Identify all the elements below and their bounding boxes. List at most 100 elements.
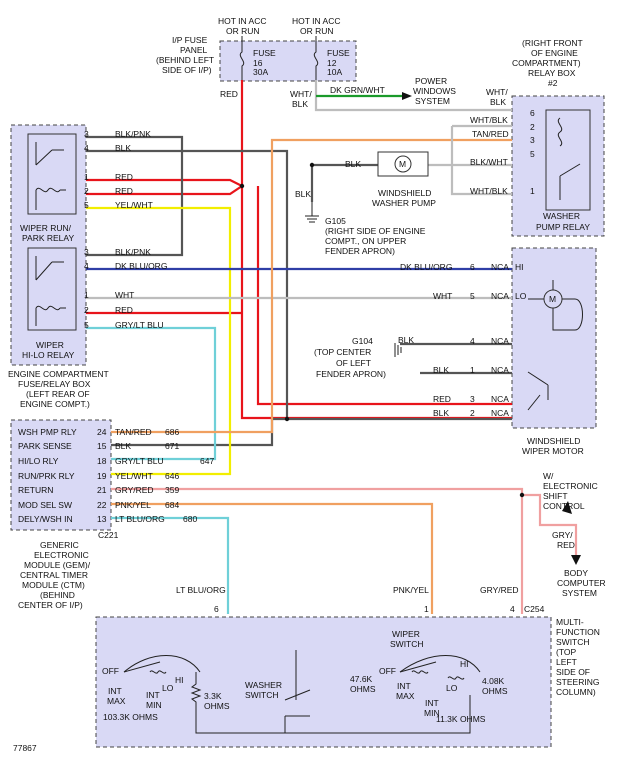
relay-box-title-3: RELAY BOX bbox=[528, 68, 576, 78]
fuse-12-label-0: FUSE bbox=[327, 48, 350, 58]
left-wiper-switch-arc bbox=[123, 655, 201, 673]
wire-tan-red bbox=[111, 138, 512, 434]
nca-5: NCA bbox=[491, 291, 509, 301]
run-park-relay-switch bbox=[35, 142, 64, 166]
run-park-relay-coil bbox=[35, 187, 66, 210]
gem-row-wire: PNK/YEL bbox=[115, 500, 151, 510]
motor-wire-red-3: RED bbox=[433, 394, 451, 404]
rb-wire-blk-wht: BLK/WHT bbox=[470, 157, 508, 167]
motor-lo-label: LO bbox=[515, 291, 527, 301]
motor-pin-6: 6 bbox=[470, 262, 475, 272]
engine-box-title-1: FUSE/RELAY BOX bbox=[18, 379, 91, 389]
r1-wire-blk: BLK bbox=[115, 143, 131, 153]
ohms-4-08k-1: OHMS bbox=[482, 686, 508, 696]
gem-row-label: WSH PMP RLY bbox=[18, 427, 77, 437]
engine-fuse-relay-box bbox=[10, 124, 87, 366]
gem-row-circuit: 646 bbox=[165, 471, 179, 481]
multi-switch-2: SWITCH bbox=[556, 637, 590, 647]
sw1-int-max-1: MAX bbox=[107, 696, 126, 706]
r1-pin-3: 3 bbox=[84, 129, 89, 139]
rb-wire-wht-blk-2: WHT/BLK bbox=[470, 186, 508, 196]
r1-wire-yel-wht: YEL/WHT bbox=[115, 200, 153, 210]
wire-wht-blk-relay bbox=[450, 124, 512, 196]
wire-dk-grn-wht: DK GRN/WHT bbox=[330, 85, 385, 95]
wire-blk-pnk-1 bbox=[86, 135, 184, 257]
multi-switch-1: FUNCTION bbox=[556, 627, 600, 637]
nca-3: NCA bbox=[491, 394, 509, 404]
wiper-switch-label-0: WIPER bbox=[392, 629, 420, 639]
gem-connector: C221 bbox=[98, 530, 119, 540]
run-park-relay-body bbox=[27, 133, 77, 215]
motor-wire-blk-1: BLK bbox=[433, 365, 449, 375]
gem-row-label: RETURN bbox=[18, 485, 53, 495]
nca-6: NCA bbox=[491, 262, 509, 272]
g105-ground-icon bbox=[305, 202, 319, 223]
gem-row-label: HI/LO RLY bbox=[18, 456, 59, 466]
multi-switch-6: STEERING bbox=[556, 677, 599, 687]
r2-wire-blk-pnk: BLK/PNK bbox=[115, 247, 151, 257]
g105-label-1: (RIGHT SIDE OF ENGINE bbox=[325, 226, 426, 236]
wire-pnk-yel: PNK/YEL bbox=[393, 585, 429, 595]
relay-pin-5: 5 bbox=[530, 149, 535, 159]
gem-title-6: CENTER OF I/P) bbox=[18, 600, 83, 610]
wire-wht-blk-fuse-0: WHT/ bbox=[290, 89, 312, 99]
sw2-lo: LO bbox=[446, 683, 458, 693]
wire-wht-blk-relay-0: WHT/ bbox=[486, 87, 508, 97]
wire-gry-red-2-0: GRY/ bbox=[552, 530, 573, 540]
relay-box-title-1: OF ENGINE bbox=[531, 48, 578, 58]
gem-row-circuit: 684 bbox=[165, 500, 179, 510]
gem-row-wire: YEL/WHT bbox=[115, 471, 153, 481]
shift-control-0: W/ bbox=[543, 471, 554, 481]
ohms-47-6k-0: 47.6K bbox=[350, 674, 373, 684]
junction-dot-gryred bbox=[519, 492, 525, 498]
multi-switch-4: LEFT bbox=[556, 657, 577, 667]
sw2-int-min-1: MIN bbox=[424, 708, 440, 718]
sw2-int-max-1: MAX bbox=[396, 691, 415, 701]
switch-return-wiring bbox=[195, 695, 471, 734]
run-park-relay-label-1: PARK RELAY bbox=[22, 233, 74, 243]
washer-pump-m: M bbox=[399, 159, 406, 169]
multi-switch-3: (TOP bbox=[556, 647, 576, 657]
hilo-relay-switch bbox=[35, 256, 64, 281]
gem-row-wire: GRY/RED bbox=[115, 485, 154, 495]
r1-pin-4: 4 bbox=[84, 143, 89, 153]
engine-box-title-0: ENGINE COMPARTMENT bbox=[8, 369, 109, 379]
motor-pin-3: 3 bbox=[470, 394, 475, 404]
ohms-3-3k-0: 3.3K bbox=[204, 691, 222, 701]
run-park-relay-label-0: WIPER RUN/ bbox=[20, 223, 72, 233]
r2-wire-dk-blu-org: DK BLU/ORG bbox=[115, 261, 167, 271]
hilo-relay-body bbox=[27, 247, 77, 331]
gem-row-pin: 18 bbox=[97, 456, 107, 466]
wiper-motor-label-0: WINDSHIELD bbox=[527, 436, 580, 446]
body-computer-arrow-icon bbox=[571, 555, 581, 565]
right-wiper-switch-contacts bbox=[399, 661, 465, 680]
r2-pin-4: 4 bbox=[84, 261, 89, 271]
wiper-motor-armature bbox=[528, 280, 583, 331]
wire-blk-1 bbox=[86, 149, 289, 418]
wire-blk-pump bbox=[310, 163, 378, 202]
washer-relay-label-0: WASHER bbox=[543, 211, 580, 221]
fuse-panel-labels: HOT IN ACC OR RUN HOT IN ACC OR RUN I/P … bbox=[156, 16, 350, 77]
wire-red-motor bbox=[256, 186, 512, 406]
wiper-motor-park-switch bbox=[527, 371, 549, 411]
gem-row-wire: BLK bbox=[115, 441, 131, 451]
nca-1: NCA bbox=[491, 365, 509, 375]
sw2-int-max-0: INT bbox=[397, 681, 411, 691]
fuse-panel-title-0: I/P FUSE bbox=[172, 35, 208, 45]
rb-wire-tan-red: TAN/RED bbox=[472, 129, 509, 139]
body-computer-0: BODY bbox=[564, 568, 588, 578]
gem-row-pin: 19 bbox=[97, 471, 107, 481]
sw2-int-min-0: INT bbox=[425, 698, 439, 708]
hilo-relay-label-0: WIPER bbox=[36, 340, 64, 350]
fuse-panel-title-1: PANEL bbox=[180, 45, 208, 55]
motor-wire-dk-blu-org: DK BLU/ORG bbox=[400, 262, 452, 272]
nca-4: NCA bbox=[491, 336, 509, 346]
r2-wire-red: RED bbox=[115, 305, 133, 315]
gem-row-pin: 15 bbox=[97, 441, 107, 451]
shift-control-3: CONTROL bbox=[543, 501, 585, 511]
r1-wire-red-2: RED bbox=[115, 186, 133, 196]
gem-title-5: (BEHIND bbox=[40, 590, 75, 600]
ohms-47-6k-1: OHMS bbox=[350, 684, 376, 694]
g105-label-2: COMPT., ON UPPER bbox=[325, 236, 406, 246]
wire-lt-blu-org bbox=[111, 516, 230, 614]
